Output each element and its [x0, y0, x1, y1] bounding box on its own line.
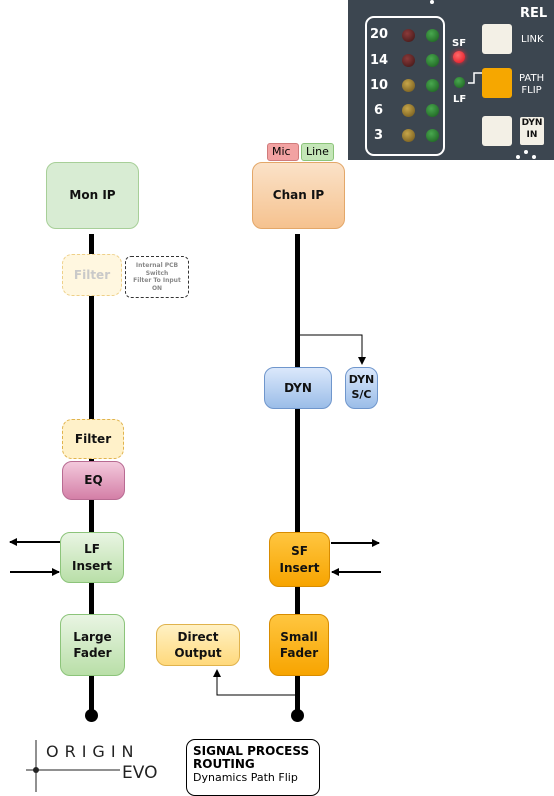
large-fader-label-line1: Large — [73, 629, 112, 644]
mon-ip-box: Mon IP — [46, 162, 139, 229]
filter-label: Filter — [74, 431, 112, 446]
small-fader-label-line1: Small — [280, 629, 318, 644]
meter-led — [402, 79, 415, 92]
left-path-end-dot — [85, 709, 98, 722]
dyn-box: DYN — [264, 367, 332, 409]
mic-tag: Mic — [267, 143, 299, 161]
diagram-title-line2: ROUTING — [193, 757, 255, 772]
path-flip-label: PATH FLIP — [519, 73, 544, 97]
lf-insert-label-line1: LF — [84, 542, 100, 557]
small-fader-box: Small Fader — [269, 614, 329, 676]
dyn-sc-box: DYN S/C — [345, 367, 378, 409]
lf-label: LF — [453, 94, 467, 105]
sf-insert-label-line2: Insert — [279, 560, 320, 575]
filter-top-box: Filter — [62, 254, 122, 296]
logo-dot — [33, 767, 39, 773]
path-flip-label-line1: PATH — [519, 73, 545, 84]
dyn-sc-label-line2: S/C — [351, 388, 372, 401]
dyn-in-label-line1: DYN — [521, 118, 543, 128]
right-signal-path — [295, 234, 300, 714]
path-flip-button[interactable] — [482, 68, 512, 98]
direct-output-label-line1: Direct — [177, 629, 219, 644]
meter-label-14: 14 — [370, 53, 389, 68]
meter-led — [426, 104, 439, 117]
large-fader-box: Large Fader — [60, 614, 125, 676]
logo-origin-text: ORIGIN — [46, 742, 140, 761]
lf-insert-box: LF Insert — [60, 532, 124, 583]
chan-ip-box: Chan IP — [252, 162, 345, 229]
meter-led — [426, 129, 439, 142]
panel-dot — [532, 155, 536, 159]
chan-ip-label: Chan IP — [272, 188, 325, 203]
filter-box: Filter — [62, 419, 124, 459]
filter-note-line2: Switch — [145, 269, 169, 277]
diagram-subtitle: Dynamics Path Flip — [193, 771, 298, 785]
panel-dot — [524, 150, 528, 154]
large-fader-label-line2: Fader — [73, 646, 112, 660]
meter-led — [402, 104, 415, 117]
dyn-sidechain-arrow — [299, 334, 366, 365]
dyn-in-label-line2: IN — [526, 129, 538, 140]
filter-note-line1: Internal PCB — [135, 262, 179, 269]
mic-tag-label: Mic — [272, 145, 291, 158]
panel-outline — [365, 0, 536, 159]
filter-note-line4: ON — [151, 284, 163, 292]
line-tag-label: Line — [306, 145, 329, 158]
filter-note-line3: Filter To Input — [133, 277, 181, 284]
meter-frame — [365, 16, 445, 156]
origin-evo-logo — [26, 740, 120, 792]
dyn-label: DYN — [284, 380, 312, 395]
eq-label: EQ — [84, 473, 103, 488]
sf-label: SF — [452, 38, 467, 49]
meter-label-20: 20 — [370, 27, 389, 42]
lf-led — [454, 77, 465, 88]
small-fader-label-line2: Fader — [279, 646, 319, 660]
mon-ip-label: Mon IP — [69, 188, 116, 203]
filter-note: Internal PCB Switch Filter To Input ON — [125, 256, 189, 298]
console-panel: 20 14 10 6 3 SF LF REL LINK PATH FLIP DY… — [348, 0, 554, 160]
logo-evo-text: EVO — [122, 763, 158, 783]
meter-led — [426, 54, 439, 67]
dyn-in-button[interactable] — [482, 116, 512, 146]
rel-label: REL — [520, 6, 548, 21]
sf-insert-box: SF Insert — [269, 532, 330, 587]
diagram-title-line1: SIGNAL PROCESS — [193, 744, 310, 758]
direct-output-label-line2: Output — [174, 646, 222, 660]
meter-label-6: 6 — [374, 103, 384, 118]
path-flip-link-line — [468, 72, 482, 84]
meter-led — [402, 129, 415, 142]
path-flip-label-line2: FLIP — [521, 85, 542, 96]
meter-led — [426, 79, 439, 92]
meter-label-3: 3 — [374, 128, 384, 143]
dyn-in-label: DYN IN — [520, 117, 544, 145]
meter-led — [402, 54, 415, 67]
diagram-title-box: SIGNAL PROCESS ROUTING Dynamics Path Fli… — [186, 739, 320, 796]
link-button[interactable] — [482, 24, 512, 54]
sf-insert-label-line1: SF — [291, 544, 308, 559]
right-path-end-dot — [291, 709, 304, 722]
panel-dot — [516, 155, 520, 159]
meter-label-10: 10 — [370, 78, 389, 93]
filter-top-label: Filter — [73, 267, 111, 282]
lf-insert-label-line2: Insert — [72, 558, 112, 573]
sf-led — [453, 51, 465, 63]
panel-dot — [430, 0, 434, 4]
dyn-sc-label-line1: DYN — [348, 373, 375, 387]
eq-box: EQ — [62, 461, 125, 500]
line-tag: Line — [301, 143, 334, 161]
meter-led — [402, 29, 415, 42]
direct-output-box: Direct Output — [156, 624, 240, 666]
link-label: LINK — [521, 34, 544, 45]
meter-led — [426, 29, 439, 42]
